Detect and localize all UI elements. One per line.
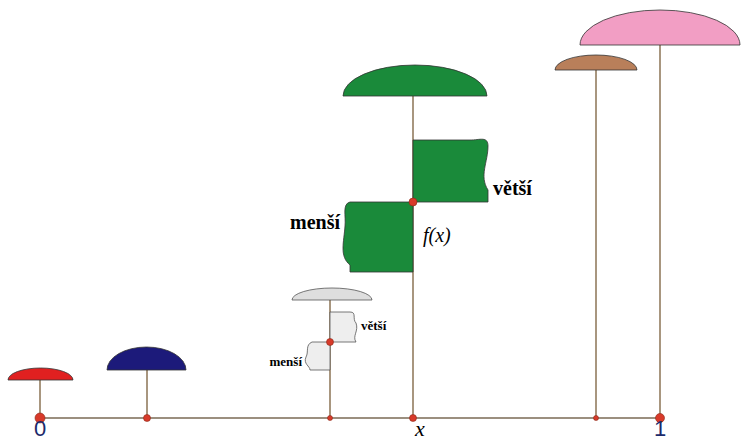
axis-variable: x [415,418,425,440]
function-value-label: f(x) [423,225,451,245]
brown-cap [555,55,637,70]
smaller-label: menší [270,355,303,368]
axis-number: 1 [654,418,666,440]
grey-upper-flag [330,312,357,342]
greater-label: větší [493,178,532,198]
stems [40,45,660,418]
blue-cap [107,347,186,370]
axis-number: 0 [34,418,46,440]
axis-line [38,417,662,419]
grey-cap [292,288,372,300]
green-upper-flag [413,139,488,202]
green-cap [343,65,487,96]
greater-label: větší [361,319,386,332]
points [35,198,665,423]
green-lower-flag [343,202,413,272]
grey-lower-flag [305,342,330,370]
red-cap [8,368,73,380]
pink-cap [580,10,740,45]
smaller-label: menší [290,212,340,232]
